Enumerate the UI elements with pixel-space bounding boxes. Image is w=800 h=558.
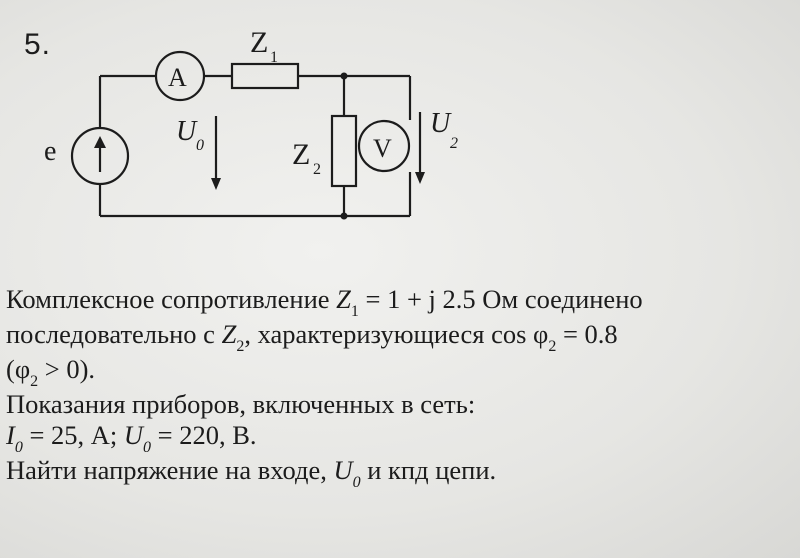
voltmeter-label: V <box>373 134 392 163</box>
ammeter-label: A <box>168 63 187 92</box>
z1-subscript: 1 <box>270 49 278 66</box>
node-top <box>340 72 348 80</box>
statement-line-5: I0 = 25, А; U0 = 220, В. <box>6 420 257 456</box>
u0-label: U <box>176 116 198 147</box>
z2-subscript: 2 <box>313 161 321 178</box>
voltmeter-symbol <box>357 119 411 173</box>
u2-subscript: 2 <box>450 135 458 152</box>
source-arrow-head <box>94 136 106 148</box>
u2-label: U <box>430 108 452 139</box>
statement-line-1: Комплексное сопротивление Z1 = 1 + j 2.5… <box>6 284 643 320</box>
statement-line-6: Найти напряжение на входе, U0 и кпд цепи… <box>6 455 497 491</box>
statement-line-2: последовательно с Z2, характеризующиеся … <box>6 319 618 355</box>
problem-statement: Комплексное сопротивление Z1 = 1 + j 2.5… <box>6 284 798 491</box>
u0-arrow-head <box>211 178 221 190</box>
statement-line-4: Показания приборов, включенных в сеть: <box>6 389 476 419</box>
source-symbol <box>70 126 130 186</box>
u0-subscript: 0 <box>196 137 204 154</box>
z1-resistor <box>230 62 300 90</box>
z1-label: Z <box>250 26 268 59</box>
z2-resistor <box>330 114 358 188</box>
node-bottom <box>340 212 348 220</box>
u2-arrow-head <box>415 172 425 184</box>
statement-line-3: (φ2 > 0). <box>6 354 96 390</box>
source-label: e <box>44 136 56 167</box>
ammeter-symbol <box>154 50 206 102</box>
z2-label: Z <box>292 138 310 171</box>
problem-number: 5. <box>24 28 52 61</box>
circuit-diagram: A V e Z 1 Z 2 U 0 U 2 <box>44 26 458 220</box>
